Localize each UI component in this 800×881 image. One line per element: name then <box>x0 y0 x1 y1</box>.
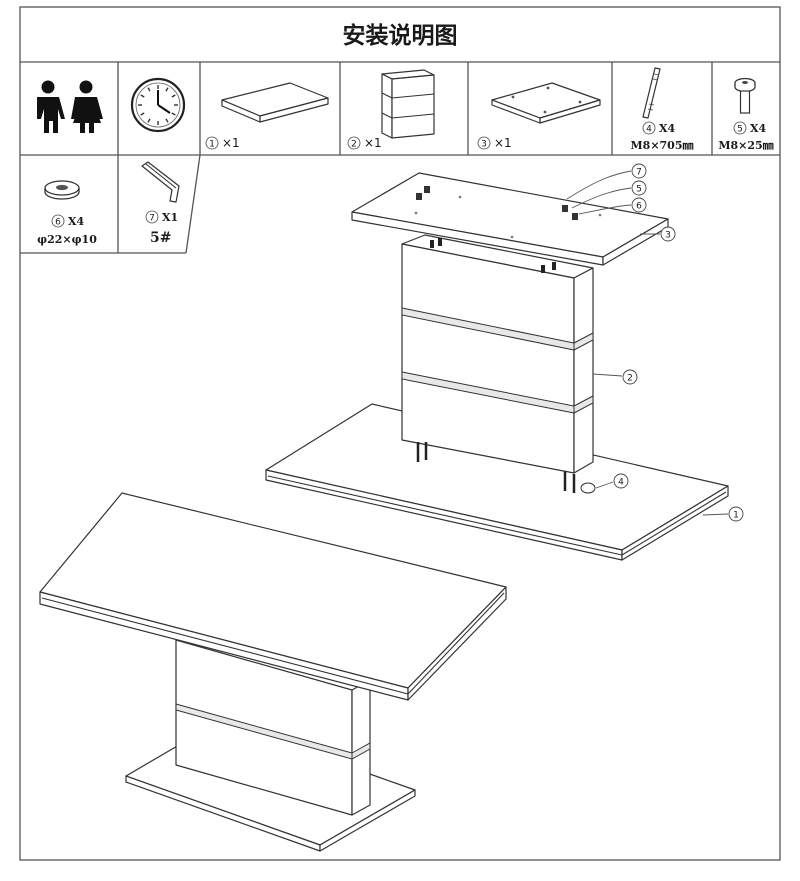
callout-5: 5 <box>631 180 647 196</box>
clock-icon <box>130 77 186 133</box>
sheet-border <box>19 6 781 861</box>
svg-text:M8×25㎜: M8×25㎜ <box>718 139 773 152</box>
svg-text:3: 3 <box>665 231 671 241</box>
part-7-label: 7 X1 5# <box>145 210 178 246</box>
callout-3: 3 <box>660 226 676 242</box>
svg-text:2: 2 <box>627 374 633 384</box>
svg-text:4: 4 <box>618 478 624 488</box>
svg-text:1: 1 <box>733 511 739 521</box>
svg-text:5: 5 <box>737 125 743 135</box>
svg-text:6: 6 <box>55 218 61 228</box>
page-title: 安装说明图 <box>343 22 458 49</box>
svg-text:7: 7 <box>636 168 642 178</box>
svg-text:×1: ×1 <box>494 136 512 150</box>
svg-text:1: 1 <box>209 140 215 150</box>
svg-text:M8×705㎜: M8×705㎜ <box>630 139 693 152</box>
callout-7: 7 <box>631 163 647 179</box>
parts-table <box>20 62 780 254</box>
svg-text:×1: ×1 <box>364 136 382 150</box>
part-5-label: 5 X4 M8×25㎜ <box>718 121 774 152</box>
pedestal-column <box>401 234 596 494</box>
svg-text:×1: ×1 <box>222 136 240 150</box>
svg-text:X4: X4 <box>750 122 767 135</box>
part-3-label: 3 ×1 <box>477 136 512 150</box>
svg-text:2: 2 <box>351 140 357 150</box>
callout-6: 6 <box>631 197 647 213</box>
callout-4: 4 <box>613 473 629 489</box>
pedestal-column-icon <box>381 69 435 139</box>
svg-text:X1: X1 <box>162 211 178 224</box>
callout-1: 1 <box>728 506 744 522</box>
svg-text:X4: X4 <box>659 122 676 135</box>
hex-key-icon <box>141 161 180 203</box>
assembled-table-view <box>39 492 507 852</box>
callouts: 7 5 6 3 2 4 1 <box>566 163 744 522</box>
svg-text:X4: X4 <box>68 215 85 228</box>
bolt-icon <box>734 77 756 114</box>
svg-text:3: 3 <box>481 140 487 150</box>
exploded-assembly-view: 7 5 6 3 2 4 1 <box>265 163 744 561</box>
base-plate <box>265 403 729 561</box>
svg-text:5#: 5# <box>150 230 171 246</box>
tabletop-panel-icon <box>221 82 329 123</box>
part-2-label: 2 ×1 <box>347 136 382 150</box>
part-4-label: 4 X4 M8×705㎜ <box>630 121 694 152</box>
threaded-rod-icon <box>642 67 661 119</box>
svg-text:6: 6 <box>636 202 642 212</box>
svg-text:4: 4 <box>646 125 652 135</box>
svg-text:7: 7 <box>149 214 155 224</box>
mounting-plate <box>351 172 669 266</box>
two-people-icon <box>37 80 103 133</box>
svg-text:φ22×φ10: φ22×φ10 <box>37 233 97 246</box>
part-6-label: 6 X4 φ22×φ10 <box>37 214 97 246</box>
part-1-label: 1 ×1 <box>205 136 240 150</box>
washer-icon <box>44 180 80 200</box>
mounting-plate-icon <box>491 82 601 124</box>
callout-2: 2 <box>622 369 638 385</box>
svg-text:5: 5 <box>636 185 642 195</box>
